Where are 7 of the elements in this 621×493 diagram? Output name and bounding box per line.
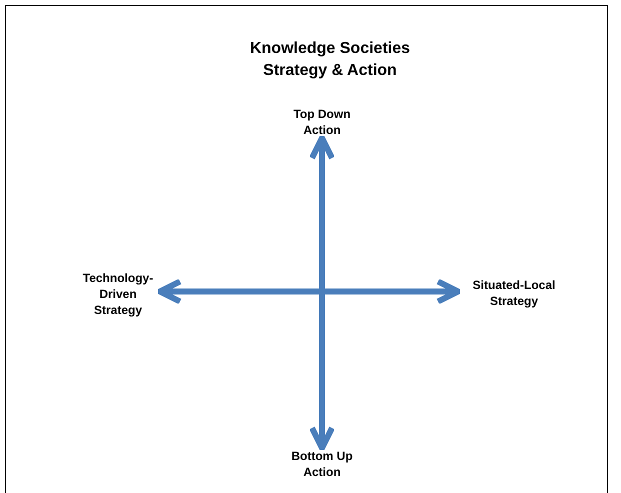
title: Knowledge Societies Strategy & Action [248, 39, 412, 81]
double-arrow [309, 135, 335, 451]
double-arrow [157, 278, 461, 304]
axis-label: Situated-Local Strategy [458, 276, 570, 310]
axis-label: Top Down Action [282, 106, 362, 138]
axis-label: Technology-Driven Strategy [76, 268, 160, 320]
axis-label: Bottom Up Action [282, 448, 362, 480]
